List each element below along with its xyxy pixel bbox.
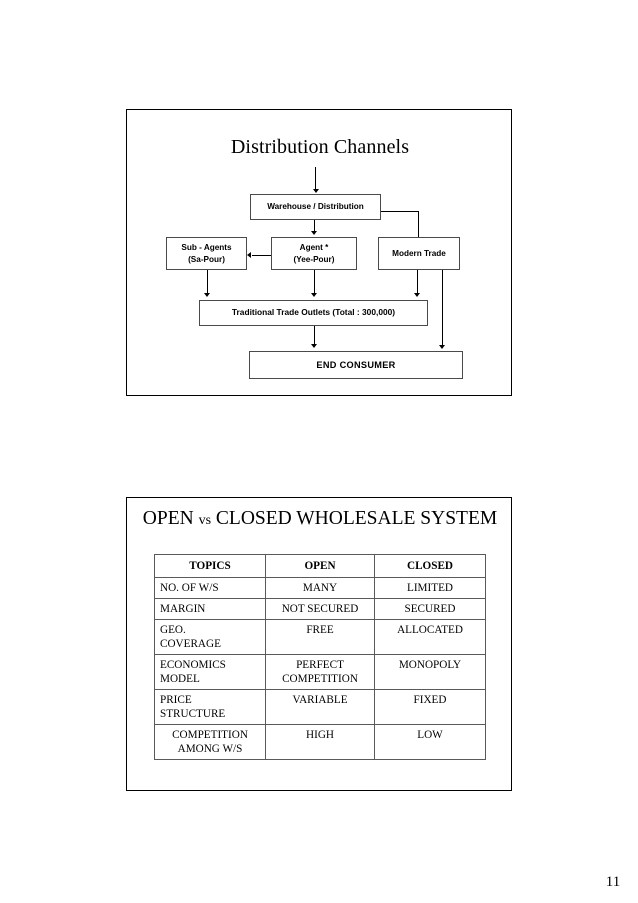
cell-topic: NO. OF W/S: [154, 577, 266, 599]
connector-warehouse-to-modern-vertical: [418, 211, 420, 237]
table-title-part2: CLOSED WHOLESALE SYSTEM: [211, 508, 498, 529]
cell-closed: SECURED: [374, 598, 486, 620]
slide-distribution-channels: Distribution Channels Warehouse / Distri…: [126, 109, 512, 396]
comparison-table: TOPICS OPEN CLOSED NO. OF W/S MANY LIMIT…: [154, 554, 486, 760]
connector-modern-to-traditional: [416, 270, 418, 294]
connector-warehouse-to-modern-horizontal: [380, 211, 419, 213]
table-row: GEO. COVERAGE FREE ALLOCATED: [154, 619, 486, 655]
node-warehouse-distribution[interactable]: Warehouse / Distribution: [250, 194, 381, 220]
arrowhead-subagents-to-traditional: [204, 293, 210, 297]
node-modern-trade[interactable]: Modern Trade: [378, 237, 460, 270]
node-sub-agents[interactable]: Sub - Agents (Sa-Pour): [166, 237, 247, 270]
connector-agent-to-traditional: [313, 270, 315, 294]
table-header-row: TOPICS OPEN CLOSED: [154, 554, 486, 578]
cell-open: MANY: [265, 577, 375, 599]
connector-traditional-to-endconsumer: [313, 326, 315, 345]
node-end-consumer[interactable]: END CONSUMER: [249, 351, 463, 379]
cell-topic: ECONOMICS MODEL: [154, 654, 266, 690]
cell-closed: MONOPOLY: [374, 654, 486, 690]
cell-topic: MARGIN: [154, 598, 266, 620]
table-title-part1: OPEN: [142, 508, 199, 529]
cell-closed: LOW: [374, 724, 486, 760]
cell-open: PERFECT COMPETITION: [265, 654, 375, 690]
arrowhead-source-to-warehouse: [312, 189, 319, 193]
table-title: OPEN vs CLOSED WHOLESALE SYSTEM: [127, 508, 513, 530]
connector-warehouse-to-agent: [313, 220, 315, 232]
cell-open: HIGH: [265, 724, 375, 760]
cell-closed: ALLOCATED: [374, 619, 486, 655]
arrowhead-modern-to-traditional: [414, 293, 420, 297]
node-agent[interactable]: Agent * (Yee-Pour): [271, 237, 357, 270]
slide-open-vs-closed-wholesale: OPEN vs CLOSED WHOLESALE SYSTEM TOPICS O…: [126, 497, 512, 791]
connector-modern-to-endconsumer: [441, 270, 443, 346]
table-row: MARGIN NOT SECURED SECURED: [154, 598, 486, 620]
page-number: 11: [605, 874, 621, 890]
connector-agent-to-subagents: [252, 255, 272, 257]
arrowhead-agent-to-traditional: [311, 293, 317, 297]
table-row: COMPETITION AMONG W/S HIGH LOW: [154, 724, 486, 760]
cell-topic: PRICE STRUCTURE: [154, 689, 266, 725]
arrowhead-modern-to-endconsumer: [439, 345, 445, 349]
column-header-topics: TOPICS: [154, 554, 266, 578]
table-body: NO. OF W/S MANY LIMITED MARGIN NOT SECUR…: [154, 577, 486, 760]
cell-topic: GEO. COVERAGE: [154, 619, 266, 655]
arrowhead-agent-to-subagents: [247, 251, 251, 258]
cell-closed: FIXED: [374, 689, 486, 725]
node-traditional-trade-outlets[interactable]: Traditional Trade Outlets (Total : 300,0…: [199, 300, 428, 326]
connector-source-to-warehouse: [315, 167, 317, 190]
connector-subagents-to-traditional: [206, 270, 208, 294]
cell-closed: LIMITED: [374, 577, 486, 599]
cell-open: VARIABLE: [265, 689, 375, 725]
table-title-vs: vs: [198, 513, 212, 528]
column-header-open: OPEN: [265, 554, 375, 578]
table-header: TOPICS OPEN CLOSED: [154, 554, 486, 578]
arrowhead-traditional-to-endconsumer: [311, 344, 317, 348]
cell-topic: COMPETITION AMONG W/S: [154, 724, 266, 760]
table-row: ECONOMICS MODEL PERFECT COMPETITION MONO…: [154, 654, 486, 690]
cell-open: FREE: [265, 619, 375, 655]
arrowhead-warehouse-to-agent: [311, 231, 317, 235]
column-header-closed: CLOSED: [374, 554, 486, 578]
page-title: Distribution Channels: [230, 136, 410, 158]
table-row: NO. OF W/S MANY LIMITED: [154, 577, 486, 599]
table-row: PRICE STRUCTURE VARIABLE FIXED: [154, 689, 486, 725]
cell-open: NOT SECURED: [265, 598, 375, 620]
